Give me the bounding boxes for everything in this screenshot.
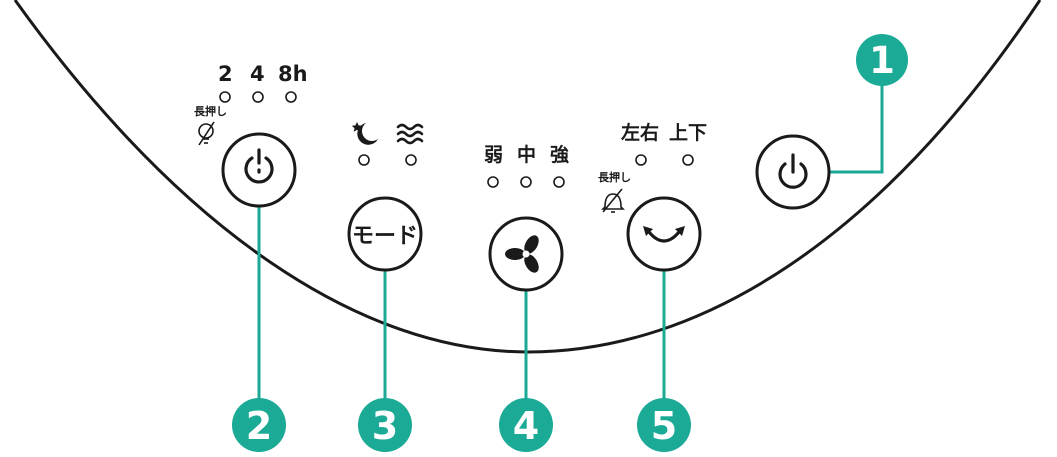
- fan-led-low: [487, 176, 499, 188]
- swing-led-vertical: [682, 154, 694, 166]
- fan-icon: [505, 235, 539, 273]
- fan-speed-high-label: 強: [550, 144, 570, 166]
- timer-hour-4: 4: [250, 62, 265, 86]
- mode-led-sleep: [358, 154, 370, 166]
- sound-off-icon: [601, 188, 625, 213]
- fan-speed-low-label: 弱: [484, 144, 504, 166]
- swing-long-press-label: 長押し: [598, 171, 631, 184]
- timer-long-press-label: 長押し: [194, 105, 227, 118]
- mode-button[interactable]: モード: [347, 196, 423, 272]
- light-off-icon: [198, 121, 215, 146]
- swing-arrow-icon: [643, 226, 685, 243]
- callout-badge-5: 5: [637, 398, 691, 452]
- callout-number-3: 3: [372, 404, 398, 448]
- leader-lines: [257, 80, 884, 405]
- callout-number-5: 5: [651, 404, 677, 448]
- mode-led-breeze: [405, 154, 417, 166]
- callout-number-2: 2: [246, 404, 272, 448]
- sleep-moon-icon: [351, 122, 378, 145]
- leader-line-1: [829, 80, 884, 174]
- timer-hour-8h: 8h: [278, 62, 308, 86]
- fan-led-mid: [520, 176, 532, 188]
- panel-outline: [13, 0, 1042, 354]
- indicator-leds: [219, 91, 694, 188]
- callout-number-1: 1: [869, 39, 895, 82]
- callout-badge-1: 1: [856, 34, 908, 86]
- power-icon: [778, 153, 808, 189]
- swing-horizontal-label: 左右: [621, 122, 660, 144]
- timer-led-4h: [252, 91, 264, 103]
- fan-led-high: [553, 176, 565, 188]
- breeze-wave-icon: [396, 123, 424, 145]
- swing-button[interactable]: [626, 196, 702, 272]
- callout-badge-4: 4: [499, 398, 553, 452]
- swing-vertical-label: 上下: [669, 122, 708, 144]
- timer-button[interactable]: [221, 132, 297, 208]
- timer-led-2h: [219, 91, 231, 103]
- swing-led-horizontal: [635, 154, 647, 166]
- callout-badge-2: 2: [232, 398, 286, 452]
- mode-button-label: モード: [352, 224, 418, 249]
- timer-led-8h: [285, 91, 297, 103]
- timer-icon: [244, 148, 274, 184]
- fan-speed-mid-label: 中: [517, 144, 537, 166]
- power-button[interactable]: [755, 134, 831, 210]
- timer-hour-2: 2: [218, 62, 233, 86]
- fan-speed-button[interactable]: [488, 216, 564, 292]
- callout-badge-3: 3: [358, 398, 412, 452]
- callout-number-4: 4: [513, 404, 539, 448]
